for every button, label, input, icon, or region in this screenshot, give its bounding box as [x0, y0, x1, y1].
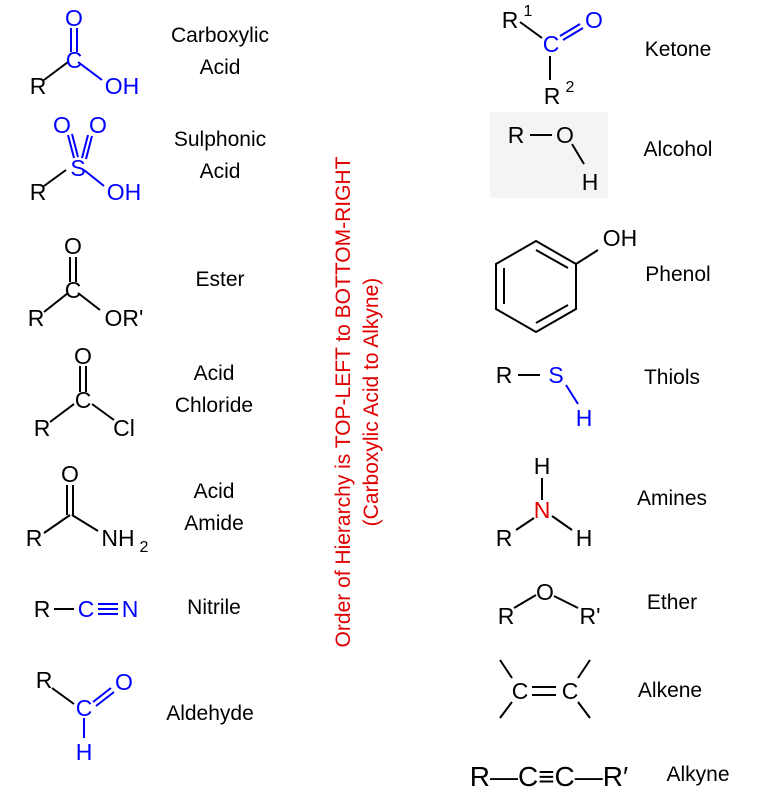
- acid-amide-r: R: [26, 525, 43, 551]
- alkene-name: Alkene: [637, 679, 703, 702]
- ether-bonds: [513, 594, 579, 609]
- ether-name: Ether: [646, 591, 698, 614]
- amines-r: R: [496, 525, 513, 551]
- sulphonic-acid-s: S: [70, 155, 85, 181]
- acid-amide-name-line1: Acid: [193, 480, 235, 503]
- alcohol-h: H: [582, 169, 599, 195]
- thiols-h: H: [576, 405, 593, 431]
- nitrile-bonds: [54, 603, 118, 615]
- acid-amide-bonds: [43, 485, 99, 534]
- acid-amide-o: O: [61, 461, 79, 487]
- sulphonic-acid-name: Sulphonic Acid: [150, 124, 290, 188]
- amines-n: N: [534, 497, 551, 523]
- carboxylic-acid-c: C: [66, 47, 83, 73]
- aldehyde-o: O: [115, 669, 133, 695]
- sulphonic-acid-bonds: [43, 133, 105, 187]
- acid-amide-subscript: 2: [140, 539, 149, 556]
- alcohol-o: O: [556, 122, 574, 148]
- sulphonic-acid-o2: O: [89, 112, 107, 138]
- ether-o: O: [536, 579, 554, 605]
- ether-r: R: [498, 603, 515, 629]
- sulphonic-acid-r: R: [30, 179, 47, 205]
- ketone-o: O: [585, 7, 603, 33]
- nitrile-name: Nitrile: [187, 596, 241, 619]
- ketone-r1-superscript: 1: [524, 3, 533, 20]
- ketone-bonds: [519, 21, 584, 80]
- sulphonic-acid-o1: O: [53, 112, 71, 138]
- sulphonic-acid-name-line1: Sulphonic: [173, 128, 267, 151]
- sulphonic-acid-oh: OH: [107, 179, 142, 205]
- phenol-name: Phenol: [645, 263, 711, 286]
- amines-h-top: H: [534, 453, 551, 479]
- alkene-c1: C: [512, 678, 529, 704]
- thiols-s: S: [548, 362, 563, 388]
- hierarchy-note-text: Order of Hierarchy is TOP-LEFT to BOTTOM…: [330, 72, 386, 732]
- alcohol-bonds: [530, 134, 585, 165]
- amines-h: H: [576, 525, 593, 551]
- ester-c: C: [65, 277, 82, 303]
- alkyne-name: Alkyne: [666, 763, 730, 786]
- ketone-r1: R: [502, 7, 519, 33]
- acid-chloride-name-line2: Chloride: [174, 394, 254, 417]
- nitrile-r: R: [34, 596, 51, 622]
- aldehyde-h: H: [76, 739, 93, 765]
- acid-chloride-bonds: [49, 366, 115, 423]
- acid-amide-name-line2: Amide: [184, 512, 244, 535]
- aldehyde-r: R: [36, 667, 53, 693]
- alkene-bonds: [499, 659, 591, 719]
- carboxylic-acid-o: O: [65, 5, 83, 31]
- ester-o: O: [64, 233, 82, 259]
- acid-chloride-name: Acid Chloride: [144, 358, 284, 422]
- nitrile-c: C: [78, 596, 95, 622]
- carboxylic-acid-bonds: [43, 28, 103, 81]
- hierarchy-note-line2: (Carboxylic Acid to Alkyne): [360, 277, 383, 527]
- ester-bonds: [43, 257, 101, 313]
- ketone-r2: R: [544, 83, 561, 109]
- thiols-bonds: [518, 374, 579, 405]
- carboxylic-acid-r: R: [30, 73, 47, 99]
- ketone-r2-superscript: 2: [566, 79, 575, 96]
- alkene-c2: C: [562, 678, 579, 704]
- ester-or: OR': [105, 305, 144, 331]
- alcohol-name: Alcohol: [643, 138, 713, 161]
- carboxylic-acid-oh: OH: [105, 73, 140, 99]
- acid-chloride-r: R: [34, 415, 51, 441]
- aldehyde-bonds: [51, 687, 115, 738]
- thiols-r: R: [496, 362, 513, 388]
- aldehyde-c: C: [76, 695, 93, 721]
- alkyne-formula: R—C≡C—R′: [470, 761, 628, 792]
- ketone-c: C: [543, 31, 560, 57]
- amines-bonds: [515, 478, 573, 531]
- aldehyde-name: Aldehyde: [166, 702, 254, 725]
- ester-name: Ester: [195, 268, 245, 291]
- sulphonic-acid-name-line2: Acid: [199, 160, 241, 183]
- phenol-ring: [495, 239, 599, 334]
- acid-chloride-o: O: [74, 343, 92, 369]
- ketone-name: Ketone: [644, 38, 712, 61]
- acid-amide-name: Acid Amide: [144, 476, 284, 540]
- acid-chloride-name-line1: Acid: [193, 362, 235, 385]
- thiols-name: Thiols: [643, 366, 701, 389]
- amines-name: Amines: [636, 487, 708, 510]
- alcohol-r: R: [508, 122, 525, 148]
- acid-amide-nh: NH: [101, 525, 134, 551]
- nitrile-n: N: [122, 596, 139, 622]
- acid-chloride-c: C: [75, 387, 92, 413]
- alcohol-background-shade: [490, 112, 608, 198]
- ester-r: R: [28, 305, 45, 331]
- acid-chloride-cl: Cl: [113, 415, 135, 441]
- phenol-oh: OH: [603, 225, 638, 251]
- carboxylic-acid-name: Carboxylic Acid: [150, 20, 290, 84]
- carboxylic-acid-name-line1: Carboxylic: [170, 24, 270, 47]
- carboxylic-acid-name-line2: Acid: [199, 56, 241, 79]
- ether-r-prime: R': [579, 603, 600, 629]
- hierarchy-note-line1: Order of Hierarchy is TOP-LEFT to BOTTOM…: [332, 156, 355, 648]
